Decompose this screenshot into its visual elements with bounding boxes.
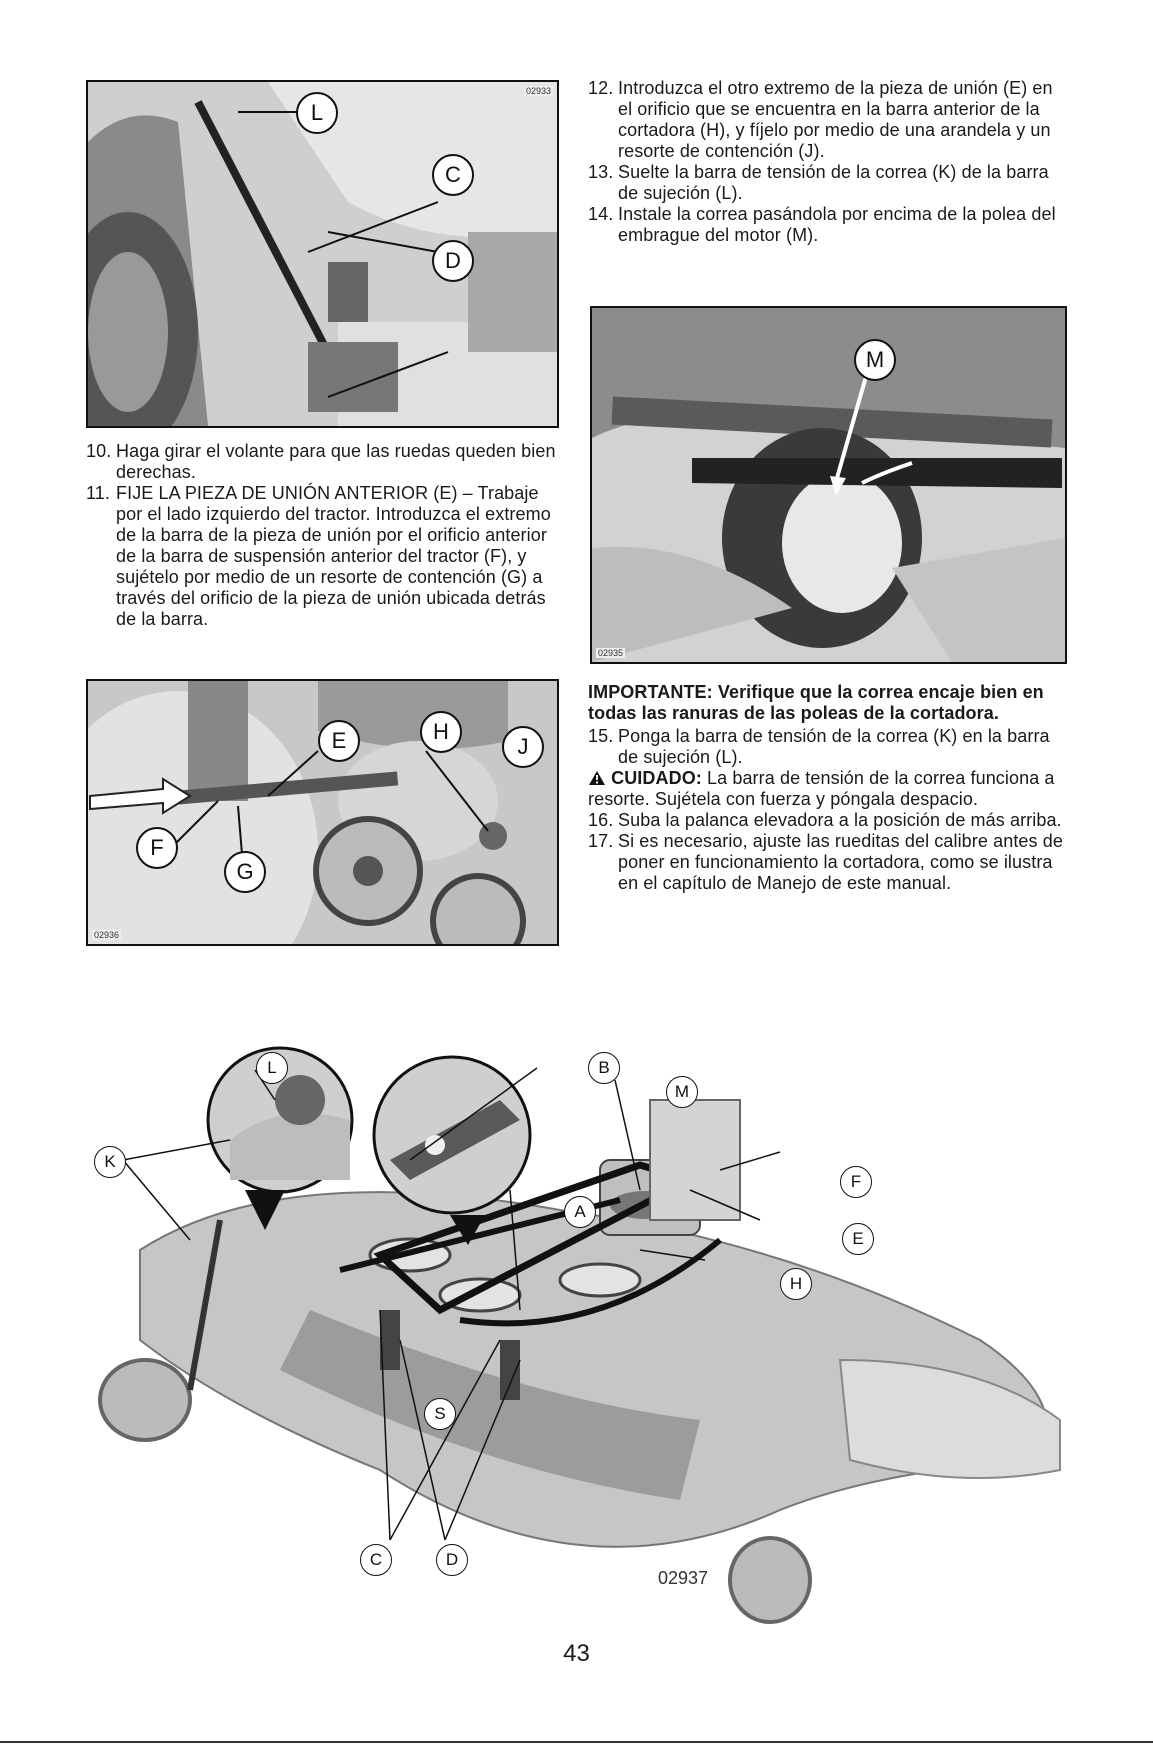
callout-A: A bbox=[564, 1196, 596, 1228]
callout-L: L bbox=[296, 92, 338, 134]
step-12: 12. Introduzca el otro extremo de la pie… bbox=[588, 78, 1068, 162]
step-text: Introduzca el otro extremo de la pieza d… bbox=[618, 78, 1053, 161]
figure-02933: 02933 L C D bbox=[86, 80, 559, 428]
step-text: Haga girar el volante para que las rueda… bbox=[116, 441, 556, 482]
warning-icon bbox=[589, 771, 605, 785]
step-text: Suelte la barra de tensión de la correa … bbox=[618, 162, 1049, 203]
figure-code: 02935 bbox=[596, 648, 626, 658]
figure-02935-illustration bbox=[592, 308, 1065, 662]
step-number: 16. bbox=[588, 810, 614, 830]
callout-J: J bbox=[502, 726, 544, 768]
callout-C: C bbox=[360, 1544, 392, 1576]
caution-note: CUIDADO: La barra de tensión de la corre… bbox=[588, 768, 1068, 810]
callout-L: L bbox=[256, 1052, 288, 1084]
right-steps-bottom: IMPORTANTE: Verifique que la correa enca… bbox=[588, 682, 1068, 894]
figure-02936: 02936 E H J F G bbox=[86, 679, 559, 946]
step-number: 13. bbox=[588, 162, 614, 182]
figure-code: 02937 bbox=[658, 1568, 709, 1588]
callout-H: H bbox=[420, 711, 462, 753]
step-14: 14. Instale la correa pasándola por enci… bbox=[588, 204, 1068, 246]
callout-D: D bbox=[436, 1544, 468, 1576]
callout-D: D bbox=[432, 240, 474, 282]
step-15: 15. Ponga la barra de tensión de la corr… bbox=[588, 726, 1068, 768]
bottom-rule bbox=[0, 1741, 1153, 1743]
step-number: 15. bbox=[588, 726, 614, 746]
step-text: Instale la correa pasándola por encima d… bbox=[618, 204, 1056, 245]
step-number: 12. bbox=[588, 78, 614, 98]
figure-02935: 02935 M bbox=[590, 306, 1067, 664]
step-10: 10. Haga girar el volante para que las r… bbox=[86, 441, 558, 483]
right-steps-top: 12. Introduzca el otro extremo de la pie… bbox=[588, 78, 1068, 246]
callout-F: F bbox=[136, 827, 178, 869]
step-16: 16. Suba la palanca elevadora a la posic… bbox=[588, 810, 1068, 831]
figure-code: 02936 bbox=[92, 930, 122, 940]
callout-M: M bbox=[854, 339, 896, 381]
caution-text: La barra de tensión de la correa funcion… bbox=[588, 768, 1055, 809]
figure-02937-illustration bbox=[98, 1046, 1061, 1624]
callout-K: K bbox=[94, 1146, 126, 1178]
callout-E: E bbox=[318, 720, 360, 762]
figure-02937: L B M K F E A H S C D 02937 bbox=[80, 1040, 1080, 1640]
step-text: Suba la palanca elevadora a la posición … bbox=[618, 810, 1062, 830]
figure-02933-illustration bbox=[88, 82, 557, 426]
step-11: 11. FIJE LA PIEZA DE UNIÓN ANTERIOR (E) … bbox=[86, 483, 558, 630]
callout-G: G bbox=[224, 851, 266, 893]
step-number: 10. bbox=[86, 441, 112, 461]
left-steps: 10. Haga girar el volante para que las r… bbox=[86, 441, 558, 630]
step-text: FIJE LA PIEZA DE UNIÓN ANTERIOR (E) – Tr… bbox=[116, 483, 551, 629]
callout-H: H bbox=[780, 1268, 812, 1300]
step-17: 17. Si es necesario, ajuste las rueditas… bbox=[588, 831, 1068, 894]
figure-code: 02933 bbox=[523, 86, 553, 96]
step-number: 11. bbox=[86, 483, 110, 503]
step-13: 13. Suelte la barra de tensión de la cor… bbox=[588, 162, 1068, 204]
step-text: Ponga la barra de tensión de la correa (… bbox=[618, 726, 1050, 767]
step-number: 17. bbox=[588, 831, 614, 851]
callout-M: M bbox=[666, 1076, 698, 1108]
page-number: 43 bbox=[563, 1640, 590, 1667]
callout-B: B bbox=[588, 1052, 620, 1084]
callout-S: S bbox=[424, 1398, 456, 1430]
callout-F: F bbox=[840, 1166, 872, 1198]
callout-C: C bbox=[432, 154, 474, 196]
caution-label: CUIDADO: bbox=[611, 768, 702, 788]
step-text: Si es necesario, ajuste las rueditas del… bbox=[618, 831, 1063, 893]
figure-02936-illustration bbox=[88, 681, 557, 944]
important-note: IMPORTANTE: Verifique que la correa enca… bbox=[588, 682, 1044, 723]
step-number: 14. bbox=[588, 204, 614, 224]
callout-E: E bbox=[842, 1223, 874, 1255]
